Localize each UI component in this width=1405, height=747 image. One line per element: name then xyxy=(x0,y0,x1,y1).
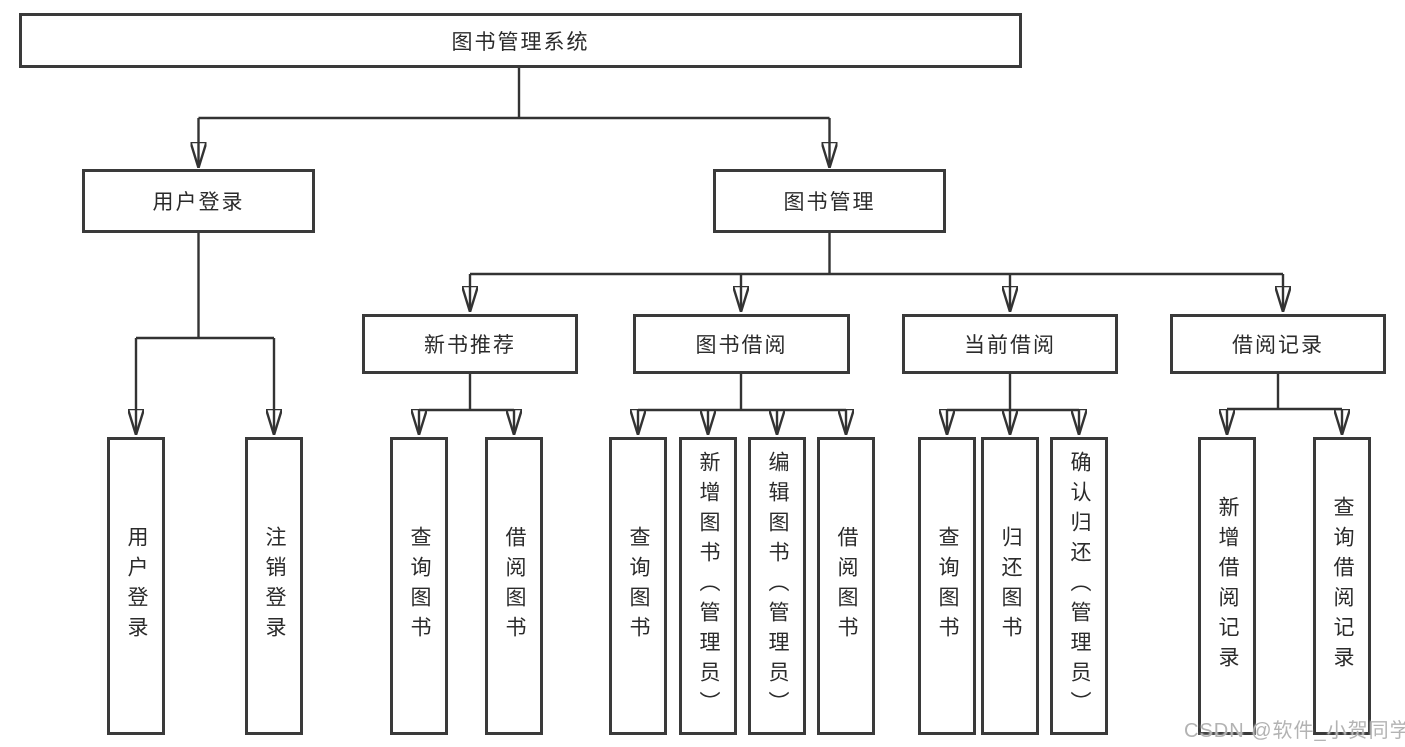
edge-root-trunk xyxy=(198,68,830,120)
node-label: 图书管理 xyxy=(783,191,876,214)
leaf-add-book-admin: 新增图书（管理员） xyxy=(679,437,737,735)
edge-new-book-recommend-trunk xyxy=(419,374,514,412)
leaf-query-book-recommend: 查询图书 xyxy=(390,437,448,735)
node-user-login: 用户登录 xyxy=(82,169,315,233)
node-new-book-recommend: 新书推荐 xyxy=(362,314,578,374)
leaf-query-book-current: 查询图书 xyxy=(918,437,976,735)
edge-current-borrow-trunk xyxy=(947,374,1079,412)
edge-borrow-records-trunk xyxy=(1227,374,1342,411)
node-borrow-records: 借阅记录 xyxy=(1170,314,1386,374)
node-label: 借阅图书 xyxy=(835,526,858,646)
leaf-confirm-return-admin: 确认归还（管理员） xyxy=(1050,437,1108,735)
leaf-user-login: 用户登录 xyxy=(107,437,165,735)
node-label: 新增图书（管理员） xyxy=(697,451,720,721)
leaf-borrow-book: 借阅图书 xyxy=(817,437,875,735)
node-label: 查询图书 xyxy=(627,526,650,646)
node-label: 编辑图书（管理员） xyxy=(766,451,789,721)
node-label: 查询图书 xyxy=(408,526,431,646)
node-library-management-system: 图书管理系统 xyxy=(19,13,1022,68)
node-label: 借阅图书 xyxy=(503,526,526,646)
node-label: 用户登录 xyxy=(152,191,245,214)
edge-book-management-trunk xyxy=(470,233,1283,276)
node-label: 确认归还（管理员） xyxy=(1068,451,1091,721)
node-label: 新书推荐 xyxy=(424,334,516,357)
node-label: 图书管理系统 xyxy=(451,30,590,54)
leaf-add-borrow-record: 新增借阅记录 xyxy=(1198,437,1256,735)
node-label: 图书借阅 xyxy=(695,334,788,357)
node-label: 新增借阅记录 xyxy=(1216,496,1239,676)
csdn-watermark: CSDN @软件_小贺同学 xyxy=(1184,720,1405,742)
leaf-logout: 注销登录 xyxy=(245,437,303,735)
node-label: 用户登录 xyxy=(125,526,148,646)
edge-user-login-trunk xyxy=(136,233,274,340)
node-label: 归还图书 xyxy=(999,526,1022,646)
node-label: 当前借阅 xyxy=(964,334,1056,357)
leaf-query-book-borrow: 查询图书 xyxy=(609,437,667,735)
leaf-return-book: 归还图书 xyxy=(981,437,1039,735)
node-label: 查询图书 xyxy=(936,526,959,646)
leaf-query-borrow-record: 查询借阅记录 xyxy=(1313,437,1371,735)
node-label: 注销登录 xyxy=(263,526,286,646)
leaf-borrow-book-recommend: 借阅图书 xyxy=(485,437,543,735)
edge-book-borrow-trunk xyxy=(638,374,846,412)
node-current-borrow: 当前借阅 xyxy=(902,314,1118,374)
node-label: 借阅记录 xyxy=(1232,334,1324,357)
node-label: 查询借阅记录 xyxy=(1331,496,1354,676)
node-book-borrow: 图书借阅 xyxy=(633,314,850,374)
leaf-edit-book-admin: 编辑图书（管理员） xyxy=(748,437,806,735)
node-book-management: 图书管理 xyxy=(713,169,946,233)
